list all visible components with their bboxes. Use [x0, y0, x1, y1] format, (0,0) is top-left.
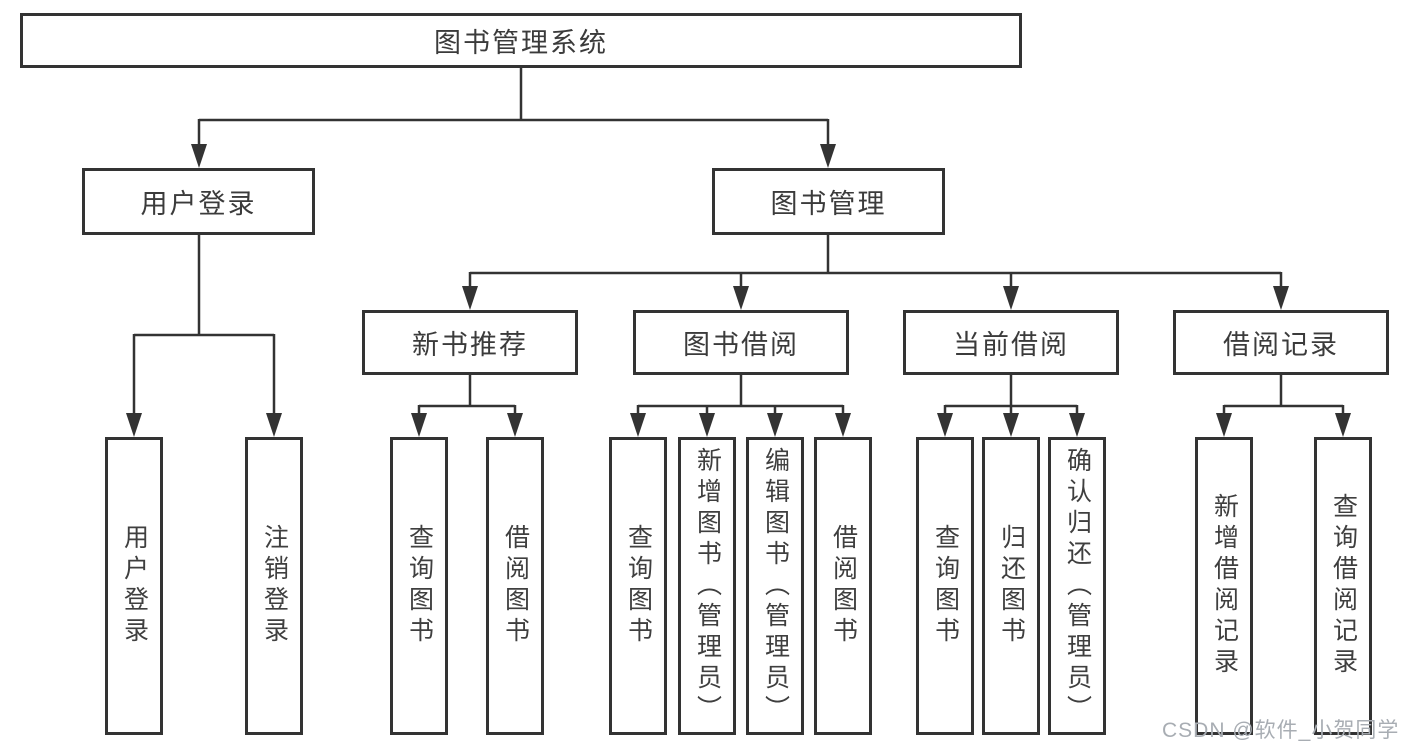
leaf-logout: 注销登录	[245, 437, 303, 735]
leaf-query-books-recommend-label: 查询图书	[405, 524, 434, 648]
node-book-management: 图书管理	[712, 168, 945, 235]
node-borrow-records-label: 借阅记录	[1223, 330, 1339, 360]
leaf-borrow-books: 借阅图书	[814, 437, 872, 735]
leaf-edit-book-admin-label: 编辑图书（管理员）	[761, 446, 790, 726]
leaf-borrow-books-recommend-label: 借阅图书	[501, 524, 530, 648]
leaf-borrow-books-recommend: 借阅图书	[486, 437, 544, 735]
leaf-borrow-books-label: 借阅图书	[829, 524, 858, 648]
leaf-query-books-borrow-label: 查询图书	[624, 524, 653, 648]
leaf-query-books-current: 查询图书	[916, 437, 974, 735]
node-root-label: 图书管理系统	[434, 28, 608, 58]
leaf-confirm-return-admin-label: 确认归还（管理员）	[1063, 446, 1092, 726]
leaf-edit-book-admin: 编辑图书（管理员）	[746, 437, 804, 735]
node-new-book-recommend: 新书推荐	[362, 310, 578, 375]
leaf-add-book-admin: 新增图书（管理员）	[678, 437, 736, 735]
node-current-borrow: 当前借阅	[903, 310, 1119, 375]
node-borrow-records: 借阅记录	[1173, 310, 1389, 375]
leaf-add-borrow-record-label: 新增借阅记录	[1210, 493, 1239, 679]
leaf-query-books-current-label: 查询图书	[931, 524, 960, 648]
node-user-login-label: 用户登录	[140, 189, 257, 219]
csdn-watermark: CSDN @软件_小贺同学	[1162, 719, 1400, 742]
leaf-user-login: 用户登录	[105, 437, 163, 735]
node-book-management-label: 图书管理	[770, 189, 887, 219]
leaf-query-borrow-record: 查询借阅记录	[1314, 437, 1372, 735]
leaf-add-book-admin-label: 新增图书（管理员）	[693, 446, 722, 726]
node-new-book-recommend-label: 新书推荐	[412, 330, 528, 360]
node-current-borrow-label: 当前借阅	[953, 330, 1069, 360]
leaf-query-borrow-record-label: 查询借阅记录	[1329, 493, 1358, 679]
leaf-query-books-recommend: 查询图书	[390, 437, 448, 735]
arrowheads	[126, 144, 1351, 437]
node-root: 图书管理系统	[20, 13, 1022, 68]
leaf-query-books-borrow: 查询图书	[609, 437, 667, 735]
node-book-borrow: 图书借阅	[633, 310, 849, 375]
leaf-return-book-label: 归还图书	[997, 524, 1026, 648]
leaf-add-borrow-record: 新增借阅记录	[1195, 437, 1253, 735]
leaf-return-book: 归还图书	[982, 437, 1040, 735]
node-book-borrow-label: 图书借阅	[683, 330, 799, 360]
leaf-user-login-label: 用户登录	[120, 524, 149, 648]
node-user-login: 用户登录	[82, 168, 315, 235]
leaf-logout-label: 注销登录	[260, 524, 289, 648]
leaf-confirm-return-admin: 确认归还（管理员）	[1048, 437, 1106, 735]
